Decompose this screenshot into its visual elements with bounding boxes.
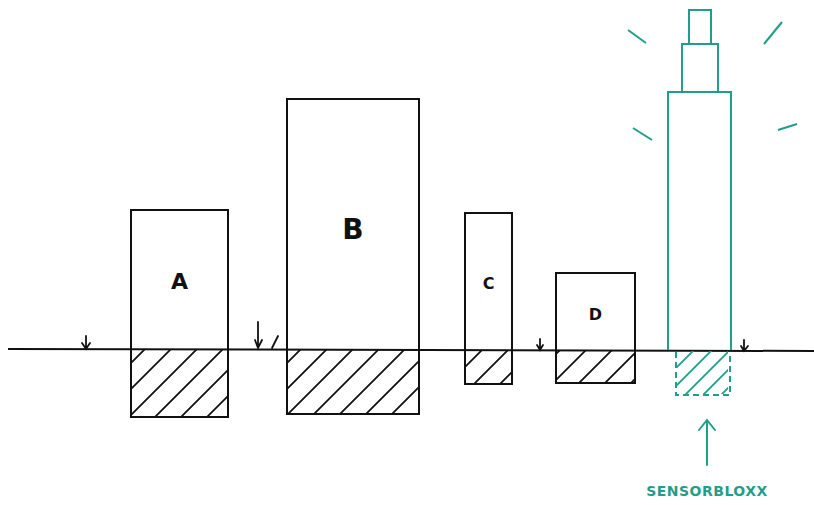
buried-block: C <box>464 212 513 385</box>
buried-block: D <box>555 272 636 384</box>
buried-block: A <box>130 209 229 418</box>
buried-hatch <box>556 350 635 383</box>
grass-ticks <box>82 322 748 351</box>
sensor-post <box>628 10 797 465</box>
block-letter: A <box>171 271 188 293</box>
buried-hatch <box>131 350 228 417</box>
block-letter: D <box>589 307 602 323</box>
buried-hatch <box>287 350 419 414</box>
buried-hatch <box>465 350 512 384</box>
buried-block: B <box>286 98 420 415</box>
block-letter: C <box>483 276 495 292</box>
callout-label: SENSORBLOXX <box>646 483 768 499</box>
ground-line <box>8 349 814 351</box>
block-letter: B <box>342 216 363 244</box>
